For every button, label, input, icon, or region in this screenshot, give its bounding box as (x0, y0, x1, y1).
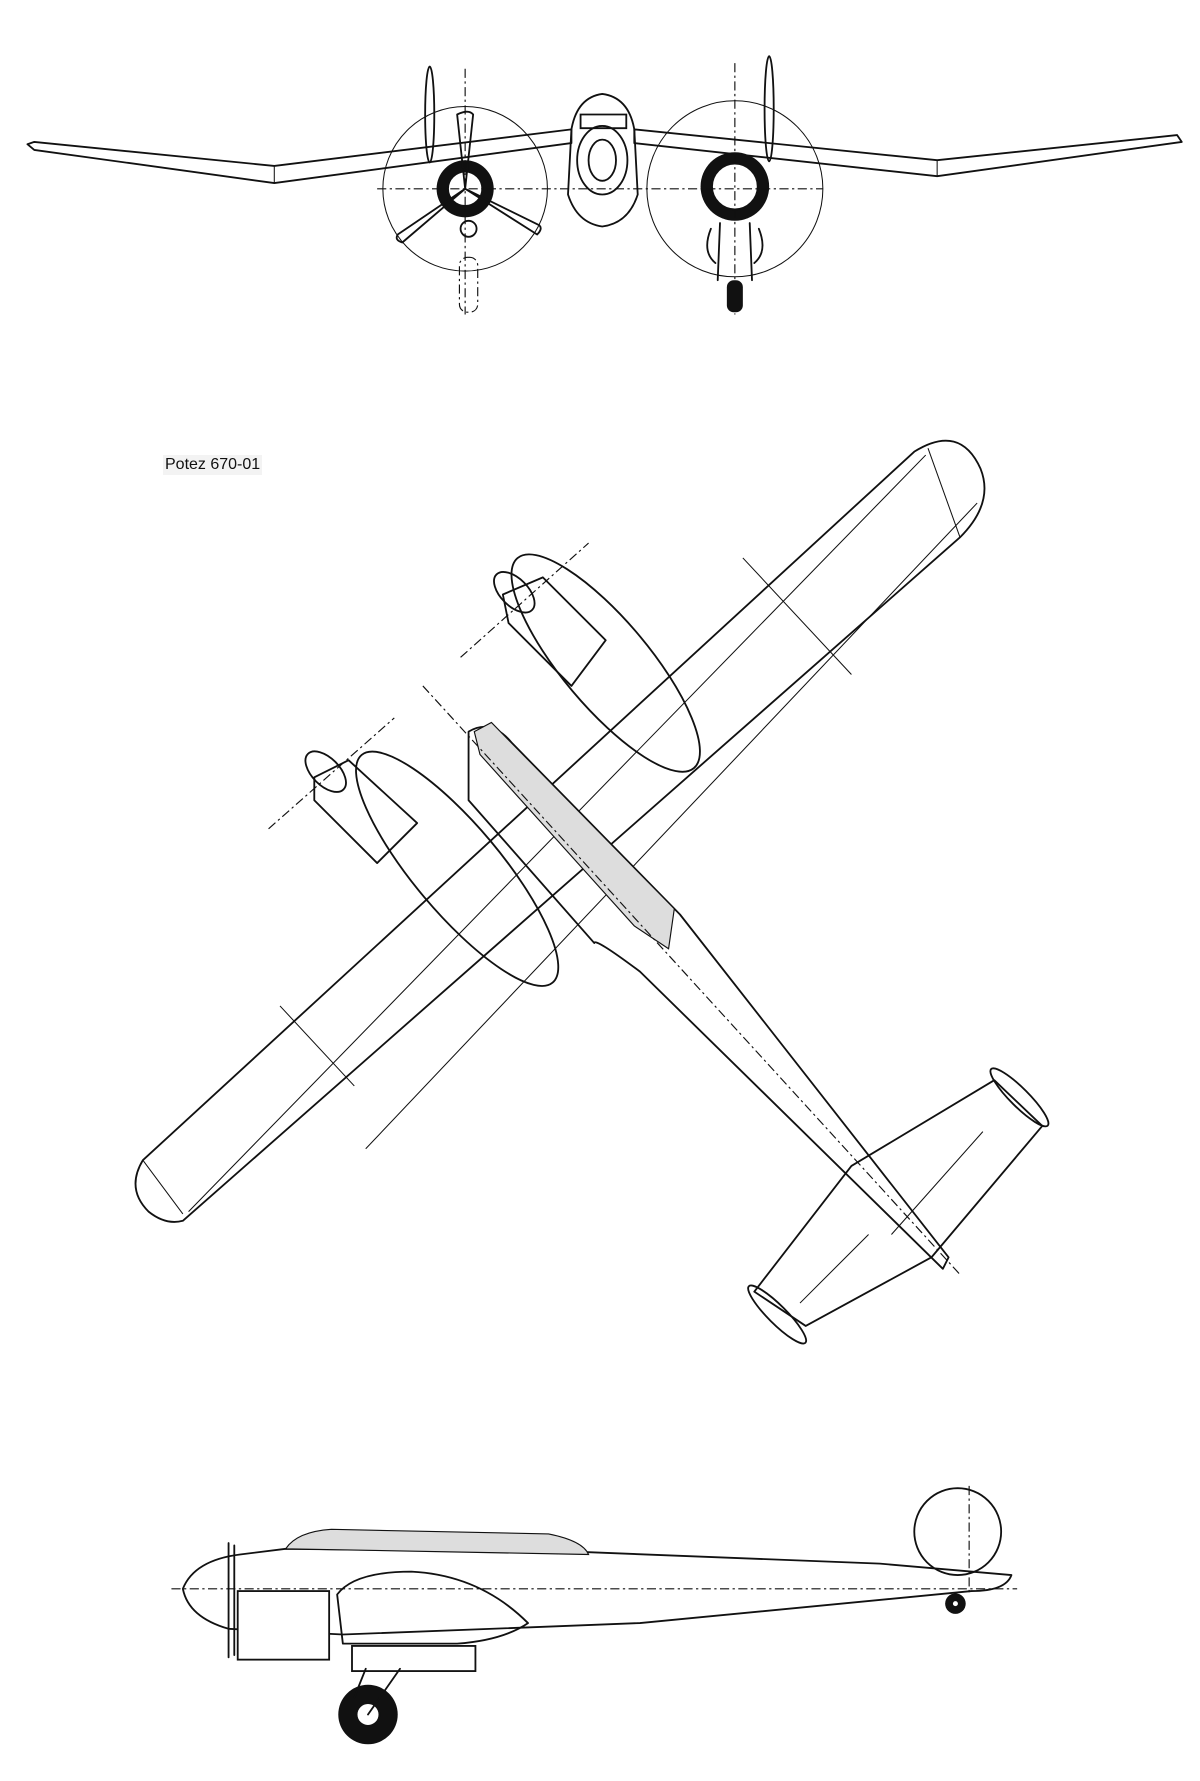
canopy-top (473, 721, 675, 950)
left-nacelle-top (355, 750, 560, 987)
aircraft-designation-label: Potez 670-01 (163, 455, 263, 475)
engine-nacelle-side (336, 1570, 529, 1645)
right-fin-top (989, 1067, 1050, 1128)
front-gear-wheel (726, 280, 743, 313)
left-fin-top (747, 1284, 808, 1345)
right-nacelle-top (510, 553, 701, 773)
main-wing-top (134, 439, 986, 1223)
canopy-side (284, 1528, 590, 1556)
fuselage-side (181, 1547, 1013, 1636)
side-view (171, 1485, 1018, 1745)
top-view (134, 439, 1050, 1345)
front-view (26, 55, 1183, 315)
tailplane-top (753, 1079, 1044, 1327)
propeller-blades (395, 110, 542, 244)
tail-fin-side (913, 1487, 1003, 1576)
right-fin-front (763, 55, 775, 163)
fuselage-front (567, 93, 639, 228)
left-fin-front (424, 65, 436, 164)
right-spinner (493, 571, 536, 614)
left-spinner (304, 750, 347, 793)
